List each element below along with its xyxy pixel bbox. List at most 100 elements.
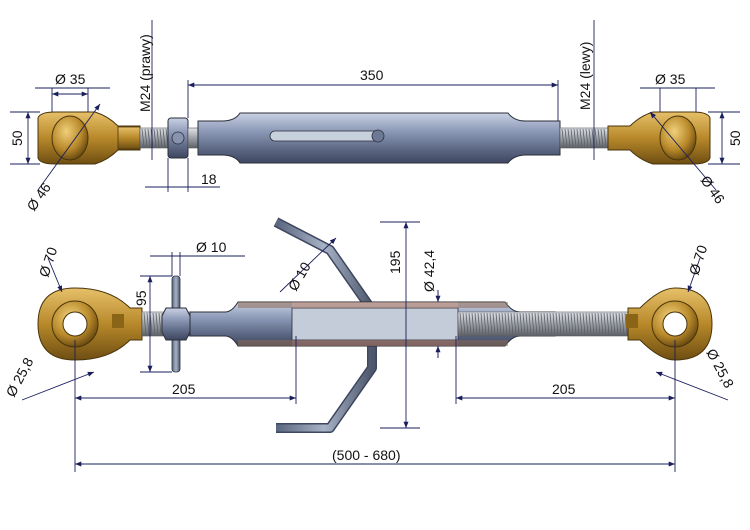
top-right-ball-joint bbox=[607, 111, 711, 165]
thread-ridge bbox=[567, 312, 571, 336]
thread-ridge bbox=[156, 128, 160, 148]
thread-ridge bbox=[573, 128, 577, 148]
thread-ridge bbox=[552, 312, 556, 336]
tbar-diameter-label: Ø 10 bbox=[196, 239, 227, 255]
thread-ridge bbox=[498, 312, 502, 336]
bottom-t-bar bbox=[161, 275, 191, 373]
thread-ridge bbox=[558, 312, 562, 336]
thread-ridge bbox=[597, 128, 601, 148]
thread-ridge bbox=[582, 312, 586, 336]
thread-ridge bbox=[585, 312, 589, 336]
thread-ridge bbox=[480, 312, 484, 336]
thread-ridge bbox=[462, 312, 466, 336]
body-length-label: 350 bbox=[360, 67, 384, 83]
thread-ridge bbox=[615, 312, 619, 336]
thread-ridge bbox=[144, 128, 148, 148]
thread-ridge bbox=[153, 128, 157, 148]
top-left-ball-joint bbox=[37, 111, 141, 165]
thread-ridge bbox=[141, 128, 145, 148]
thread-ridge bbox=[459, 312, 463, 336]
bottom-right-eye-outer-label: Ø 70 bbox=[686, 243, 711, 277]
thread-ridge bbox=[546, 312, 550, 336]
thread-ridge bbox=[588, 312, 592, 336]
tube-diameter-label: Ø 42,4 bbox=[421, 250, 437, 292]
bottom-left-eye bbox=[37, 287, 143, 361]
thread-ridge bbox=[468, 312, 472, 336]
thread-ridge bbox=[582, 128, 586, 148]
thread-ridge bbox=[573, 312, 577, 336]
thread-ridge bbox=[471, 312, 475, 336]
bottom-right-bore-label: Ø 25,8 bbox=[703, 346, 737, 391]
thread-ridge bbox=[534, 312, 538, 336]
thread-ridge bbox=[501, 312, 505, 336]
top-right-eye-diameter-label: Ø 35 bbox=[655, 71, 686, 87]
thread-ridge bbox=[483, 312, 487, 336]
thread-ridge bbox=[507, 312, 511, 336]
thread-ridge bbox=[543, 312, 547, 336]
thread-ridge bbox=[159, 128, 163, 148]
thread-ridge bbox=[618, 312, 622, 336]
top-lock-nut bbox=[167, 117, 189, 159]
thread-ridge bbox=[158, 312, 162, 336]
thread-ridge bbox=[528, 312, 532, 336]
bottom-right-eye bbox=[626, 287, 713, 361]
top-left-eye-width-label: 50 bbox=[9, 130, 25, 146]
top-dimension-lines bbox=[10, 20, 740, 192]
thread-ridge bbox=[522, 312, 526, 336]
thread-ridge bbox=[465, 312, 469, 336]
thread-ridge bbox=[588, 128, 592, 148]
thread-ridge bbox=[510, 312, 514, 336]
thread-ridge bbox=[579, 128, 583, 148]
bottom-dimension-lines bbox=[21, 221, 729, 472]
thread-ridge bbox=[612, 312, 616, 336]
nut-width-label: 18 bbox=[201, 171, 217, 187]
bottom-left-bore-label: Ø 25,8 bbox=[3, 355, 37, 400]
tbar-height-label: 95 bbox=[133, 290, 149, 306]
thread-ridge bbox=[525, 312, 529, 336]
thread-ridge bbox=[477, 312, 481, 336]
thread-ridge bbox=[152, 312, 156, 336]
thread-ridge bbox=[513, 312, 517, 336]
right-hand-thread-label: M24 (prawy) bbox=[137, 34, 153, 112]
thread-ridge bbox=[561, 312, 565, 336]
thread-ridge bbox=[155, 312, 159, 336]
thread-ridge bbox=[585, 128, 589, 148]
thread-ridge bbox=[489, 312, 493, 336]
top-left-ball-diameter-label: Ø 46 bbox=[23, 180, 54, 214]
bottom-view: Ø 70 Ø 70 Ø 25,8 Ø 25,8 Ø 10 95 Ø 10 195… bbox=[3, 217, 737, 472]
thread-ridge bbox=[606, 312, 610, 336]
thread-ridge bbox=[486, 312, 490, 336]
thread-ridge bbox=[609, 312, 613, 336]
left-hand-thread-label: M24 (lewy) bbox=[577, 42, 593, 110]
thread-ridge bbox=[474, 312, 478, 336]
thread-ridge bbox=[570, 312, 574, 336]
thread-ridge bbox=[537, 312, 541, 336]
thread-ridge bbox=[143, 312, 147, 336]
thread-ridge bbox=[549, 312, 553, 336]
top-tube-body bbox=[197, 112, 561, 164]
thread-ridge bbox=[531, 312, 535, 336]
thread-ridge bbox=[603, 128, 607, 148]
thread-ridge bbox=[567, 128, 571, 148]
top-left-thread bbox=[139, 127, 173, 149]
top-right-eye-width-label: 50 bbox=[727, 130, 743, 146]
thread-ridge bbox=[597, 312, 601, 336]
right-thread-length-label: 205 bbox=[552, 381, 576, 397]
thread-ridge bbox=[621, 312, 625, 336]
thread-ridge bbox=[600, 312, 604, 336]
thread-ridge bbox=[504, 312, 508, 336]
thread-ridge bbox=[594, 128, 598, 148]
thread-ridge bbox=[540, 312, 544, 336]
top-right-thread bbox=[559, 127, 609, 149]
thread-ridge bbox=[561, 128, 565, 148]
thread-ridge bbox=[564, 312, 568, 336]
thread-ridge bbox=[162, 128, 166, 148]
thread-ridge bbox=[495, 312, 499, 336]
top-right-ball-diameter-label: Ø 46 bbox=[698, 173, 729, 207]
thread-ridge bbox=[594, 312, 598, 336]
thread-ridge bbox=[519, 312, 523, 336]
thread-ridge bbox=[555, 312, 559, 336]
thread-ridge bbox=[516, 312, 520, 336]
left-thread-length-label: 205 bbox=[172, 381, 196, 397]
thread-ridge bbox=[492, 312, 496, 336]
